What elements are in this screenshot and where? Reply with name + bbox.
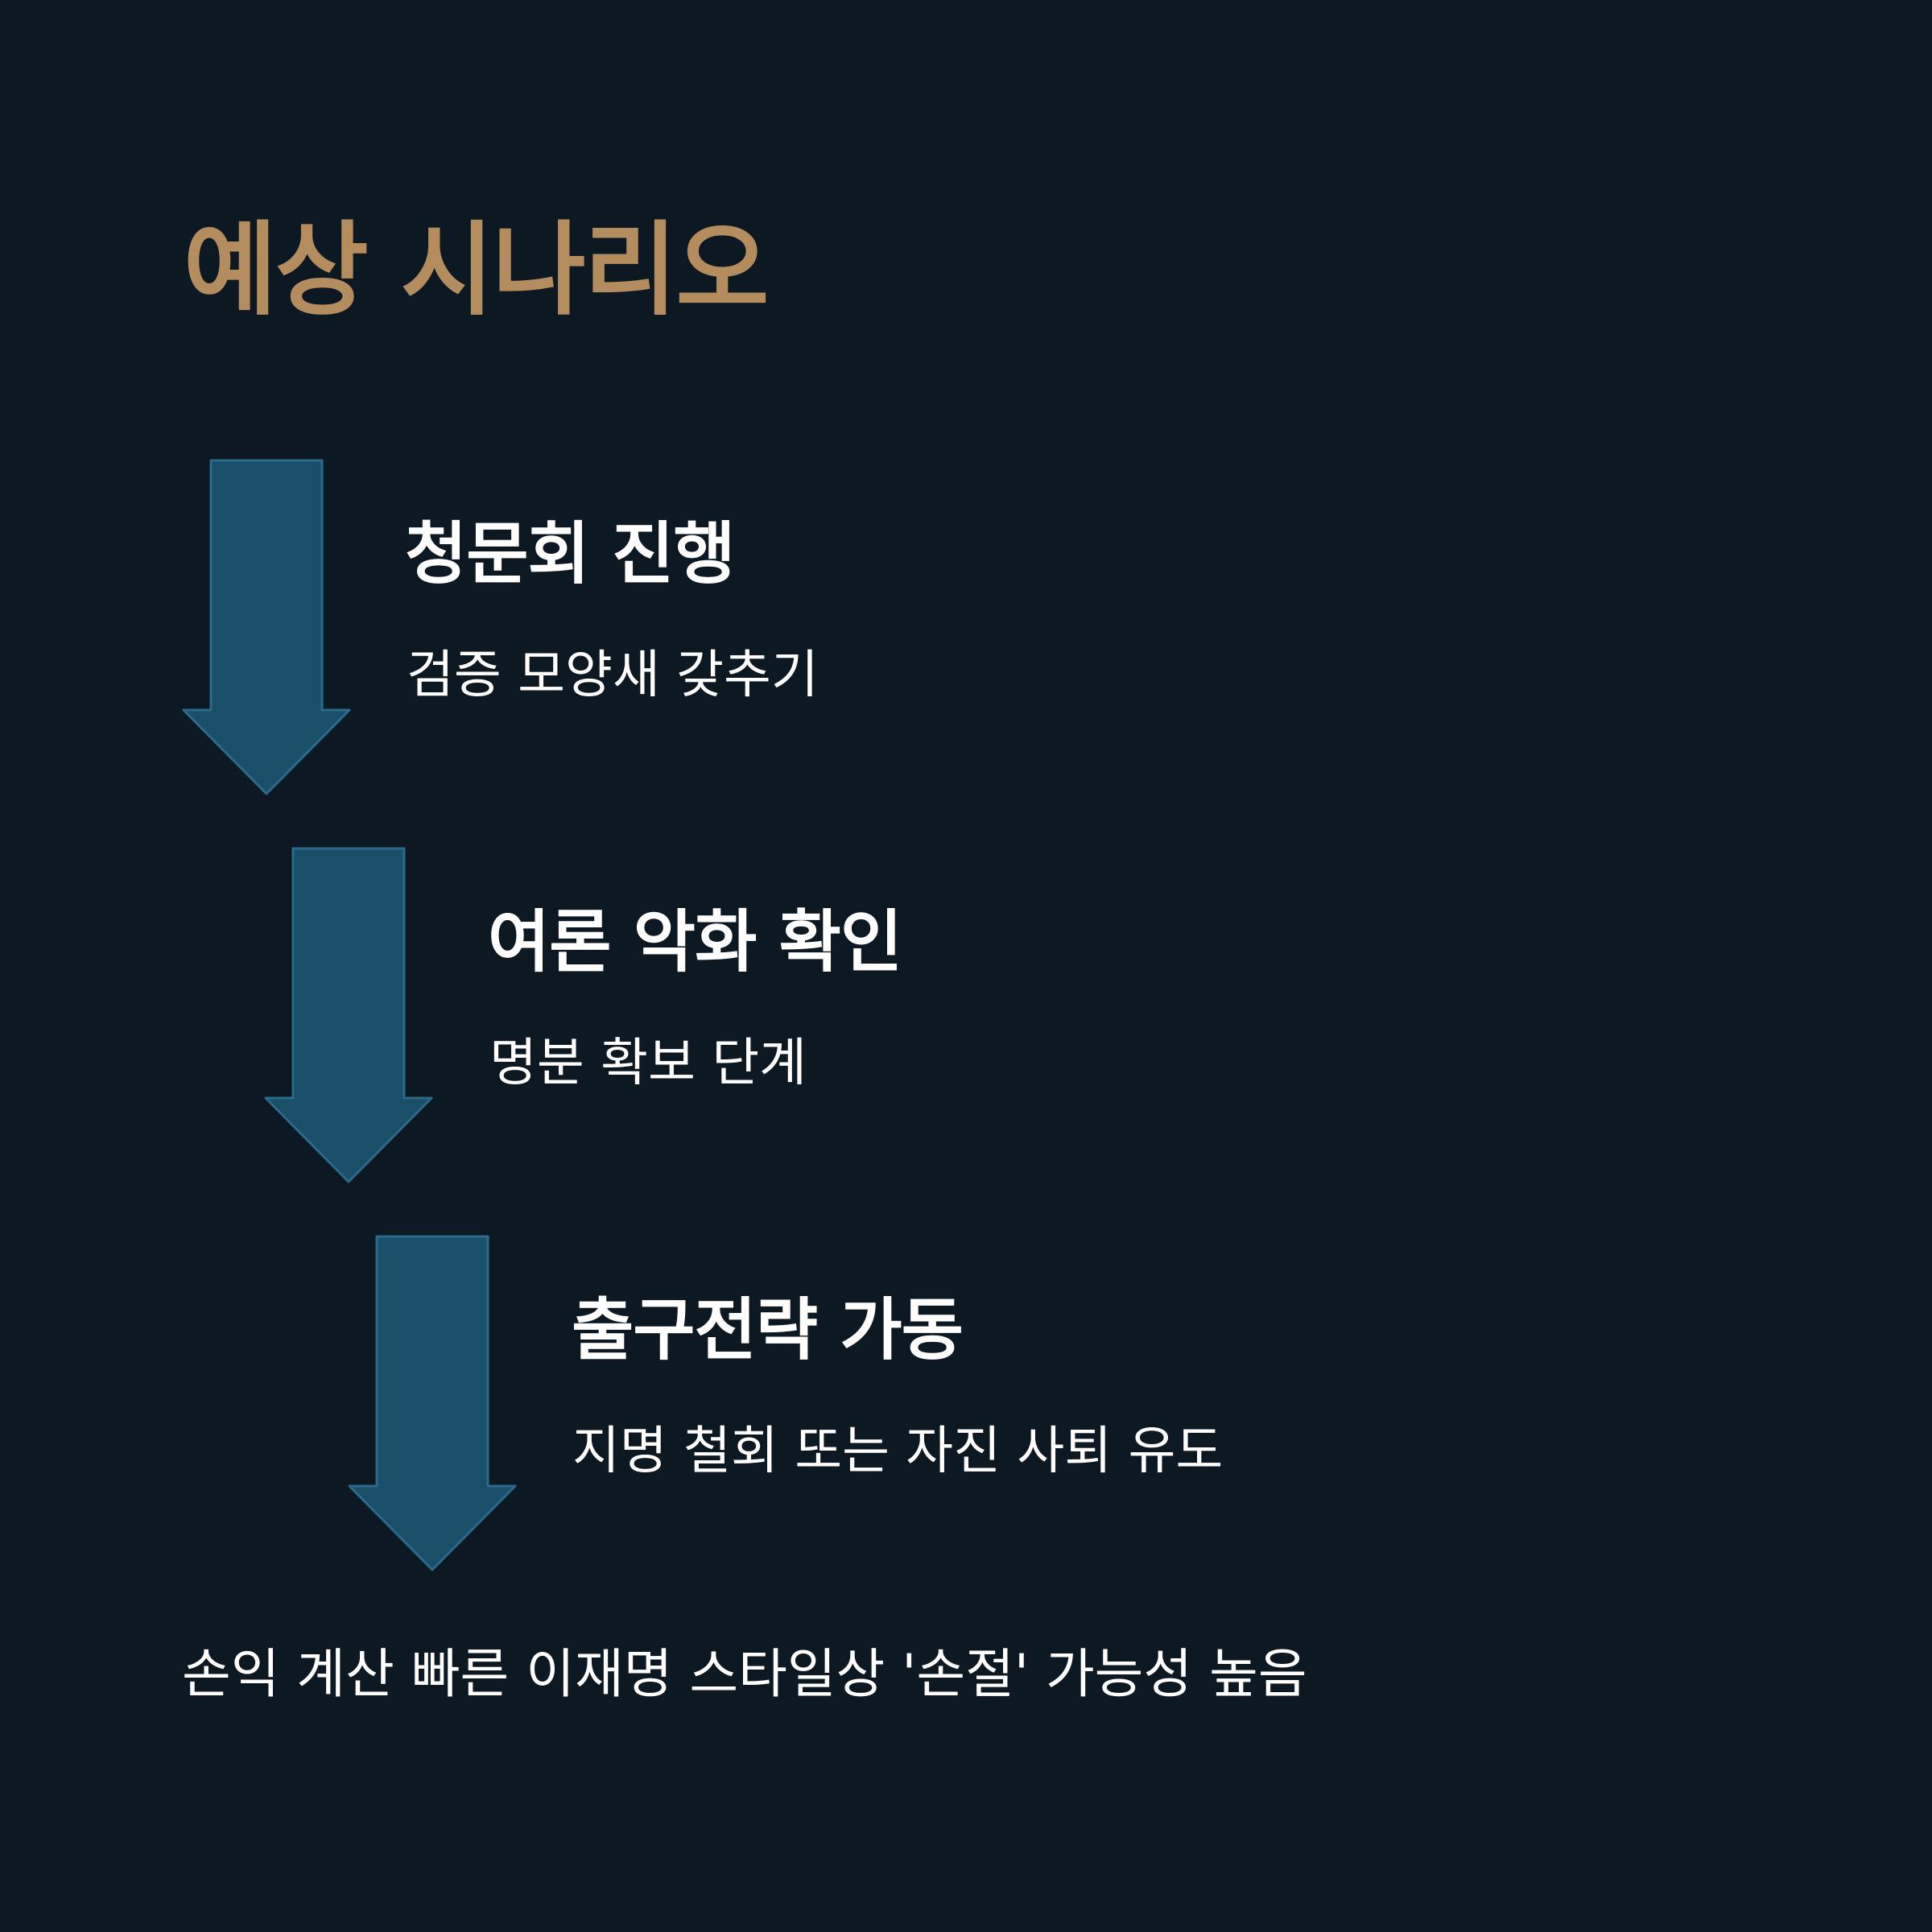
step-1-description: 검증 모양새 갖추기	[407, 646, 819, 705]
step-3-arrow-down-icon	[348, 1235, 517, 1573]
step-1-arrow-down-icon	[182, 459, 351, 797]
step-2-description: 명분 확보 단계	[489, 1034, 807, 1093]
step-3-description: 지명 철회 또는 자진 사퇴 유도	[572, 1422, 1224, 1481]
step-3-title: 출구전략 가동	[572, 1290, 964, 1369]
conclusion-text: 손익 계산 빠른 이재명 스타일상 '손절' 가능성 높음	[182, 1643, 1307, 1705]
step-2-title: 여론 악화 확인	[488, 902, 902, 981]
page-title: 예상 시나리오	[184, 211, 769, 329]
step-1-title: 청문회 진행	[405, 514, 736, 593]
step-2-arrow-down-icon	[264, 847, 433, 1185]
